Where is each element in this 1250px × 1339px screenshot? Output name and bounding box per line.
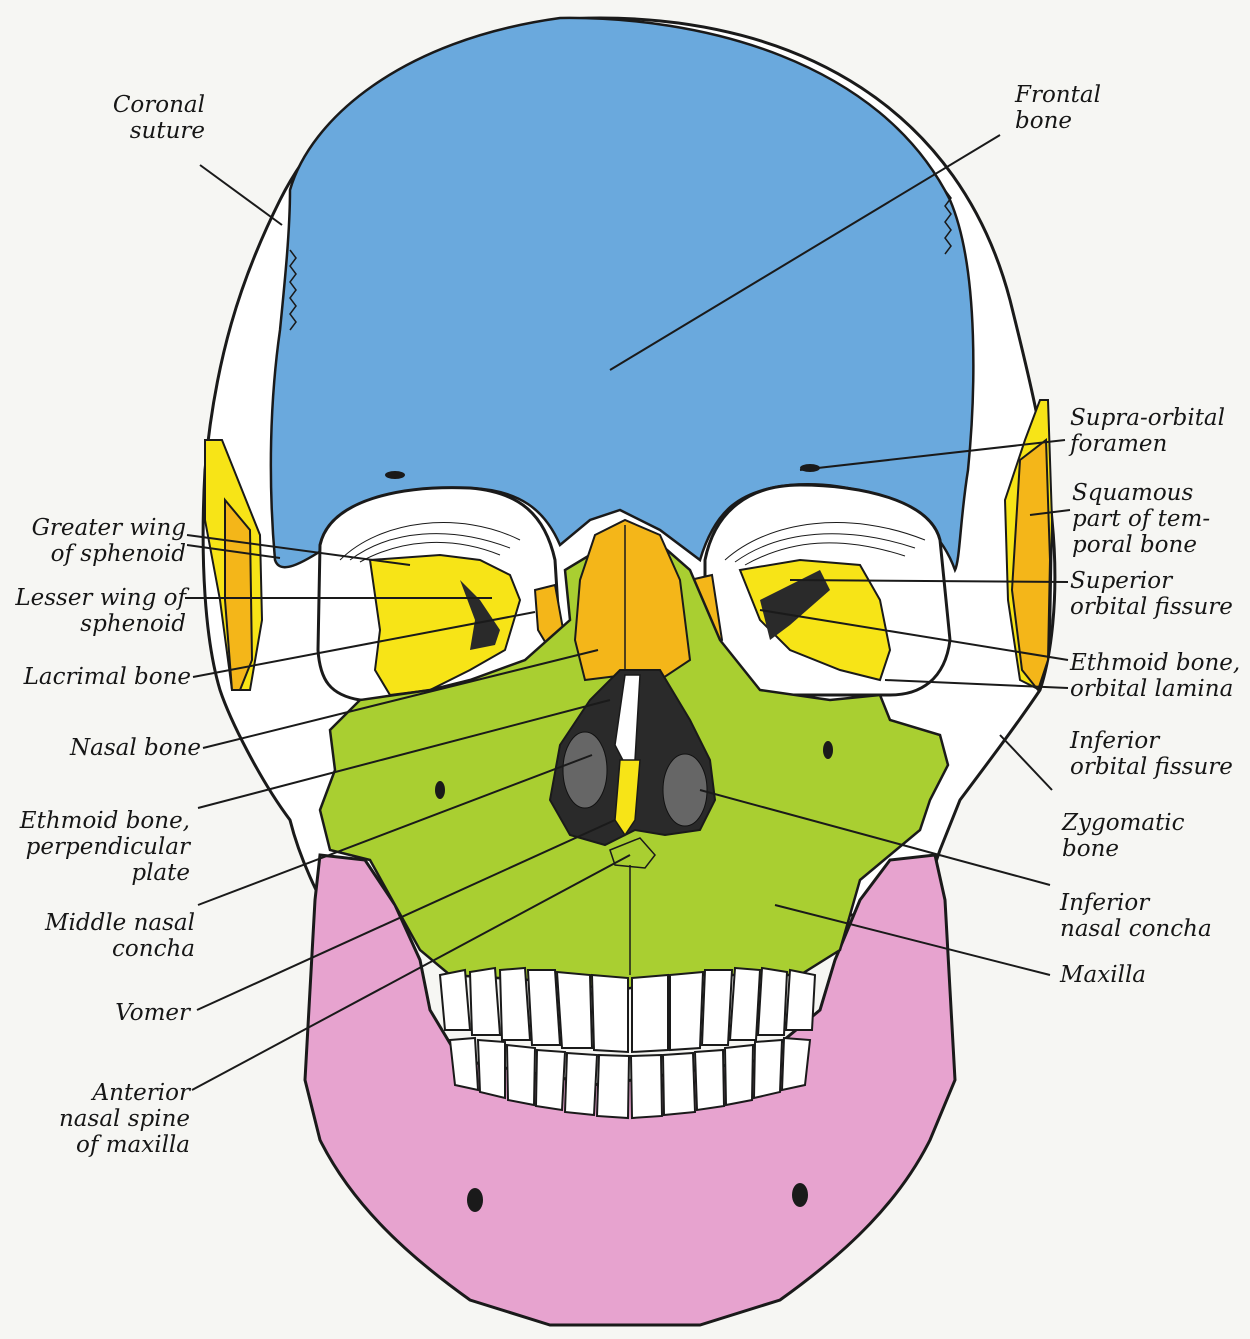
left-temporal-orange — [225, 500, 252, 690]
label-vomer: Vomer — [50, 1000, 190, 1026]
right-mental-foramen — [792, 1183, 808, 1207]
label-zygomatic-bone: Zygomatic bone — [1062, 810, 1222, 862]
left-infraorbital-foramen — [435, 781, 445, 799]
label-nasal-bone: Nasal bone — [20, 735, 201, 761]
label-anterior-nasal-spine: Anterior nasal spine of maxilla — [30, 1080, 190, 1158]
label-inferior-orbital-fissure: Inferior orbital fissure — [1070, 728, 1248, 780]
label-superior-orbital-fissure: Superior orbital fissure — [1070, 568, 1245, 620]
label-inferior-nasal-concha: Inferior nasal concha — [1060, 890, 1240, 942]
right-infraorbital-foramen — [823, 741, 833, 759]
middle-nasal-concha-shape — [563, 732, 607, 808]
label-ethmoid-perpendicular-plate: Ethmoid bone, perpendicular plate — [5, 808, 190, 886]
left-supraorbital-foramen — [385, 471, 405, 479]
label-lesser-wing-sphenoid: Lesser wing of sphenoid — [5, 585, 186, 637]
label-squamous-temporal: Squamous part of tem- poral bone — [1072, 480, 1242, 558]
label-frontal-bone: Frontal bone — [1015, 82, 1135, 134]
label-ethmoid-orbital-lamina: Ethmoid bone, orbital lamina — [1070, 650, 1248, 702]
label-maxilla: Maxilla — [1060, 962, 1210, 988]
label-middle-nasal-concha: Middle nasal concha — [20, 910, 195, 962]
label-coronal-suture: Coronal suture — [100, 92, 205, 144]
label-greater-wing-sphenoid: Greater wing of sphenoid — [10, 515, 186, 567]
label-supra-orbital-foramen: Supra-orbital foramen — [1070, 405, 1245, 457]
left-mental-foramen — [467, 1188, 483, 1212]
label-lacrimal-bone: Lacrimal bone — [5, 664, 191, 690]
